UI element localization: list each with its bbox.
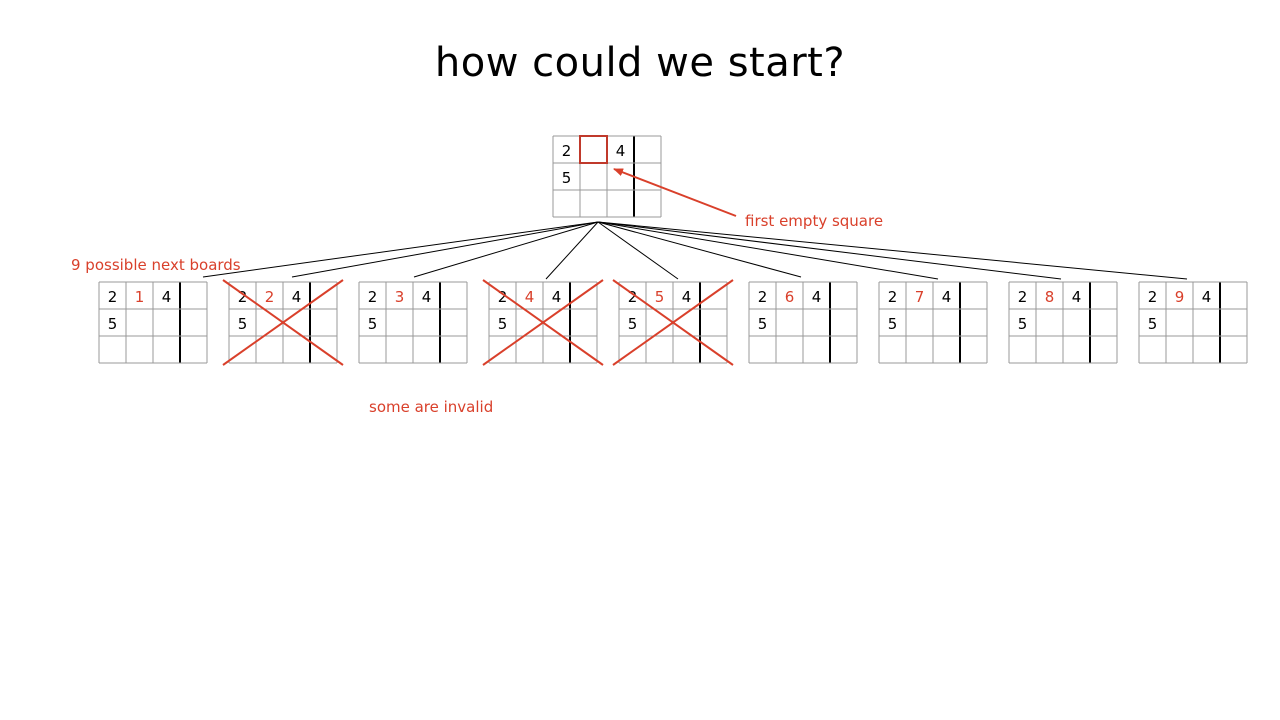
tree-edge (545, 221, 599, 280)
cell-digit: 5 (562, 169, 572, 187)
cell-digit: 4 (162, 288, 172, 306)
cell-digit: 5 (238, 315, 248, 333)
cell-digit: 5 (368, 315, 378, 333)
tree-edge (291, 221, 599, 278)
highlighted-cell (579, 135, 608, 164)
first-empty-label: first empty square (745, 212, 883, 230)
tree-edges (202, 221, 1188, 280)
tree-edge (413, 221, 599, 278)
cell-digit: 2 (238, 288, 248, 306)
placed-digit: 8 (1045, 288, 1055, 306)
cell-digit: 2 (1018, 288, 1028, 306)
cell-digit: 4 (1202, 288, 1212, 306)
cell-digit: 4 (292, 288, 302, 306)
cell-digit: 4 (552, 288, 562, 306)
cell-digit: 5 (108, 315, 118, 333)
cell-digit: 2 (628, 288, 638, 306)
cell-digit: 2 (562, 142, 572, 160)
cell-digit: 4 (1072, 288, 1082, 306)
cell-digit: 2 (888, 288, 898, 306)
tree-edge (202, 221, 599, 278)
tree-edge (597, 221, 679, 280)
tree-edge (597, 221, 1188, 280)
cell-digit: 2 (1148, 288, 1158, 306)
cell-digit: 2 (758, 288, 768, 306)
placed-digit: 1 (135, 288, 145, 306)
cell-digit: 4 (616, 142, 626, 160)
invalid-cross-line (482, 279, 604, 366)
cell-digit: 4 (812, 288, 822, 306)
cell-digit: 5 (1018, 315, 1028, 333)
cell-digit: 2 (498, 288, 508, 306)
cell-digit: 2 (368, 288, 378, 306)
placed-digit: 7 (915, 288, 925, 306)
placed-digit: 4 (525, 288, 535, 306)
page-title: how could we start? (434, 40, 846, 86)
first-empty-arrow (613, 168, 737, 217)
placed-digit: 3 (395, 288, 405, 306)
cell-digit: 4 (942, 288, 952, 306)
invalid-cross-line (612, 279, 734, 366)
cell-digit: 5 (758, 315, 768, 333)
cell-digit: 5 (498, 315, 508, 333)
placed-digit: 6 (785, 288, 795, 306)
cell-digit: 5 (1148, 315, 1158, 333)
root-board: 2 4 5 (552, 135, 662, 218)
cell-digit: 4 (422, 288, 432, 306)
tree-edge (597, 221, 802, 278)
possible-next-label: 9 possible next boards (71, 256, 241, 274)
placed-digit: 5 (655, 288, 665, 306)
invalid-cross-line (222, 279, 344, 366)
placed-digit: 2 (265, 288, 275, 306)
cell-digit: 5 (628, 315, 638, 333)
placed-digit: 9 (1175, 288, 1185, 306)
cell-digit: 2 (108, 288, 118, 306)
tree-edge (597, 221, 939, 280)
tree-edge (597, 221, 1062, 280)
cell-digit: 5 (888, 315, 898, 333)
cell-digit: 4 (682, 288, 692, 306)
invalid-note-label: some are invalid (369, 398, 493, 416)
root-board-grid: 2 4 5 (552, 135, 662, 218)
